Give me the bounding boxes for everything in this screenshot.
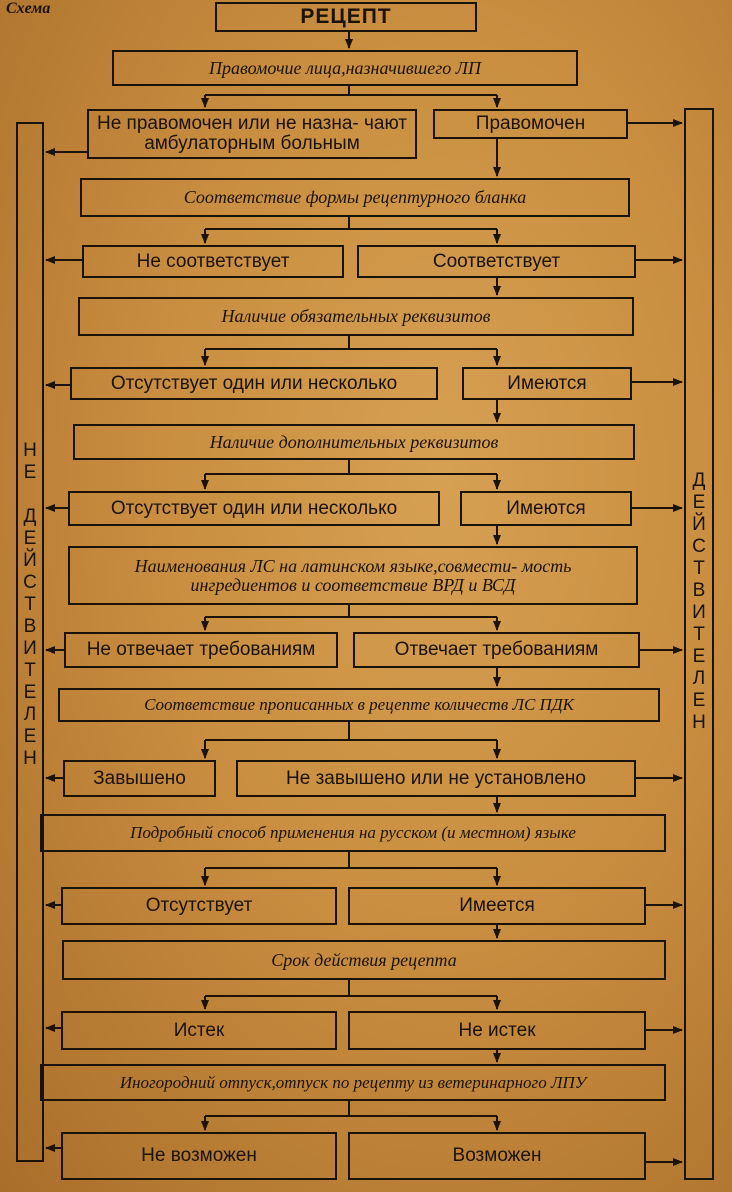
page-caption: Схема <box>6 0 51 17</box>
q4-additional: Наличие дополнительных реквизитов <box>73 424 635 460</box>
valid-column <box>684 108 714 1180</box>
q3-yes: Имеются <box>462 367 632 400</box>
q7-no: Отсутствует <box>61 887 337 925</box>
q8-validity: Срок действия рецепта <box>62 940 666 980</box>
q1-no: Не правомочен или не назна- чают амбулат… <box>87 109 417 159</box>
q9-no: Не возможен <box>61 1132 337 1180</box>
invalid-label-text: Недействителен <box>23 440 37 769</box>
q9-yes: Возможен <box>348 1132 646 1180</box>
invalid-label: Недействителен <box>16 440 44 770</box>
q5-latin-names: Наименования ЛС на латинском языке,совме… <box>68 546 638 605</box>
q4-yes: Имеются <box>460 491 632 526</box>
q3-no: Отсутствует один или несколько <box>70 367 438 400</box>
q1-authority: Правомочие лица,назначившего ЛП <box>112 50 578 86</box>
recipe-title: РЕЦЕПТ <box>215 2 477 32</box>
invalid-column <box>16 122 44 1162</box>
q1-yes: Правомочен <box>433 109 628 139</box>
q7-yes: Имеется <box>348 887 646 925</box>
q2-form: Соответствие формы рецептурного бланка <box>80 178 630 217</box>
q8-no: Истек <box>61 1011 337 1050</box>
q3-required: Наличие обязательных реквизитов <box>78 297 634 336</box>
q6-no: Завышено <box>63 760 216 797</box>
q7-usage: Подробный способ применения на русском (… <box>40 814 666 852</box>
q8-yes: Не истек <box>348 1011 646 1050</box>
q6-yes: Не завышено или не установлено <box>236 760 636 797</box>
q6-quantity: Соответствие прописанных в рецепте колич… <box>58 688 660 722</box>
q9-out-of-town: Иногородний отпуск,отпуск по рецепту из … <box>40 1064 666 1101</box>
q5-yes: Отвечает требованиям <box>353 632 640 668</box>
q2-no: Не соответствует <box>82 245 344 278</box>
q2-yes: Соответствует <box>357 245 636 278</box>
q5-no: Не отвечает требованиям <box>64 632 338 668</box>
q4-no: Отсутствует один или несколько <box>68 491 440 526</box>
valid-label: Действителен <box>684 470 714 734</box>
valid-label-text: Действителен <box>692 470 706 733</box>
